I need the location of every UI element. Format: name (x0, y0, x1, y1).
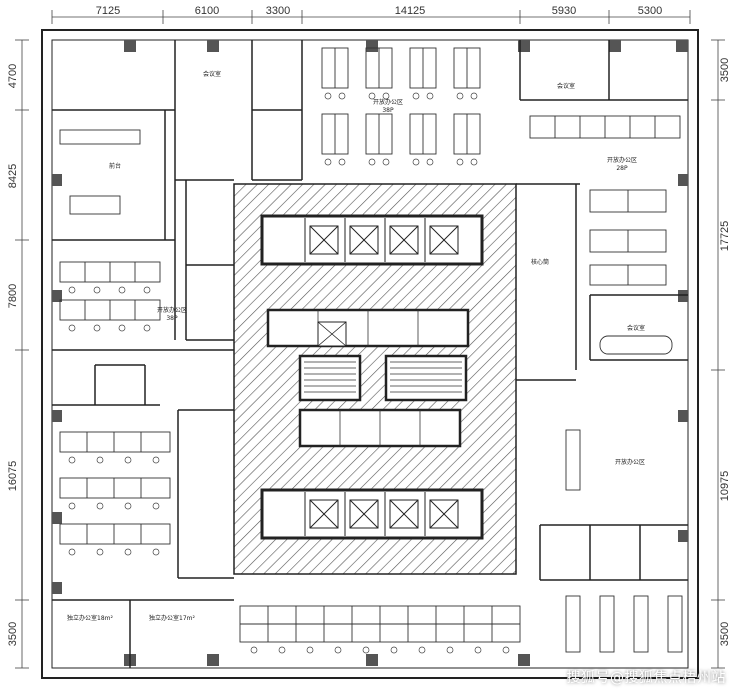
watermark: 搜狐号@搜狐焦点梧州站 (566, 670, 726, 686)
dim-right-4: 3500 (719, 622, 731, 646)
label-reception: 前台 (109, 162, 121, 170)
dim-right-3: 10975 (719, 471, 731, 502)
label-office-c-seats: 38P (166, 315, 178, 322)
core-shaft (233, 183, 517, 575)
dim-left-3: 7800 (7, 284, 19, 308)
dim-right-1: 3500 (719, 58, 731, 82)
label-core: 核心筒 (531, 258, 549, 266)
structural-columns (52, 40, 688, 666)
dim-top-3: 3300 (266, 5, 290, 17)
label-office-b: 开放办公区 (607, 156, 637, 164)
workstations (59, 47, 683, 653)
label-office-c: 开放办公区 (157, 306, 187, 314)
label-room-single-2: 独立办公室17m² (149, 614, 195, 622)
chairs (68, 92, 510, 654)
dim-left-4: 16075 (7, 461, 19, 492)
label-meeting-c: 会议室 (627, 324, 645, 332)
label-room-single-1: 独立办公室18m² (67, 614, 113, 622)
interior-walls (52, 40, 688, 668)
label-office-a-seats: 38P (382, 107, 394, 114)
dim-left-5: 3500 (7, 622, 19, 646)
label-office-b-seats: 28P (616, 165, 628, 172)
label-office-a: 开放办公区 (373, 98, 403, 106)
label-meeting-b: 会议室 (557, 82, 575, 90)
dim-top-4: 14125 (395, 5, 426, 17)
dim-top-5: 5930 (552, 5, 576, 17)
label-meeting-a: 会议室 (203, 70, 221, 78)
dimension-lines (15, 10, 725, 669)
dim-top-1: 7125 (96, 5, 120, 17)
dim-top-2: 6100 (195, 5, 219, 17)
dim-left-1: 4700 (7, 64, 19, 88)
label-office-right: 开放办公区 (615, 458, 645, 466)
dim-left-2: 8425 (7, 164, 19, 188)
dim-top-6: 5300 (638, 5, 662, 17)
dim-right-2: 17725 (719, 221, 731, 252)
